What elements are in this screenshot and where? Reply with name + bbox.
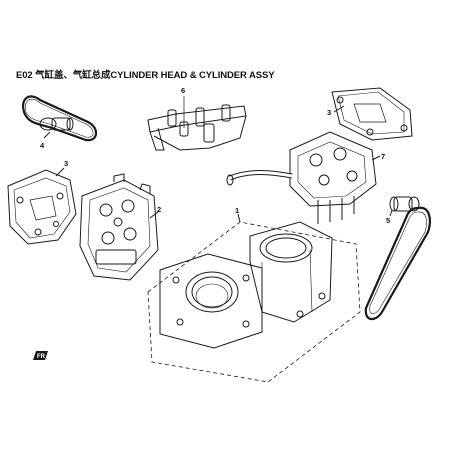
callout-6: 6	[181, 86, 186, 95]
callout-1: 1	[235, 206, 240, 215]
cylinder-1	[159, 253, 263, 349]
callout-3-left: 3	[64, 159, 69, 168]
valve-cover-left-3	[7, 169, 77, 245]
diagram-title-en: CYLINDER HEAD & CYLINDER ASSY	[110, 70, 275, 81]
diagram-code: E02	[16, 70, 33, 81]
camshaft-6	[147, 96, 247, 151]
chain-tensioner-5	[389, 196, 420, 212]
valve-cover-right-3	[331, 87, 413, 141]
chain-tensioner-4	[39, 117, 74, 131]
timing-chain-left	[22, 95, 98, 142]
cylinder-head-2	[79, 173, 159, 281]
diagram-title: E02 气缸盖、气缸总成CYLINDER HEAD & CYLINDER ASS…	[16, 67, 275, 81]
timing-chain-right	[364, 206, 431, 321]
callout-4: 4	[40, 141, 45, 150]
cylinder-block	[249, 221, 333, 323]
callout-5: 5	[386, 216, 391, 225]
diagram-title-cn: 气缸盖、气缸总成	[35, 70, 111, 81]
callout-2: 2	[157, 205, 162, 214]
callout-7: 7	[381, 152, 386, 161]
badge-text: FR	[37, 354, 46, 360]
front-arrow-badge-icon: FR	[33, 351, 48, 360]
cylinder-head-7	[289, 131, 377, 224]
cylinder-frame	[147, 221, 361, 383]
callout-3-right: 3	[327, 108, 332, 117]
water-pipe	[226, 170, 293, 186]
